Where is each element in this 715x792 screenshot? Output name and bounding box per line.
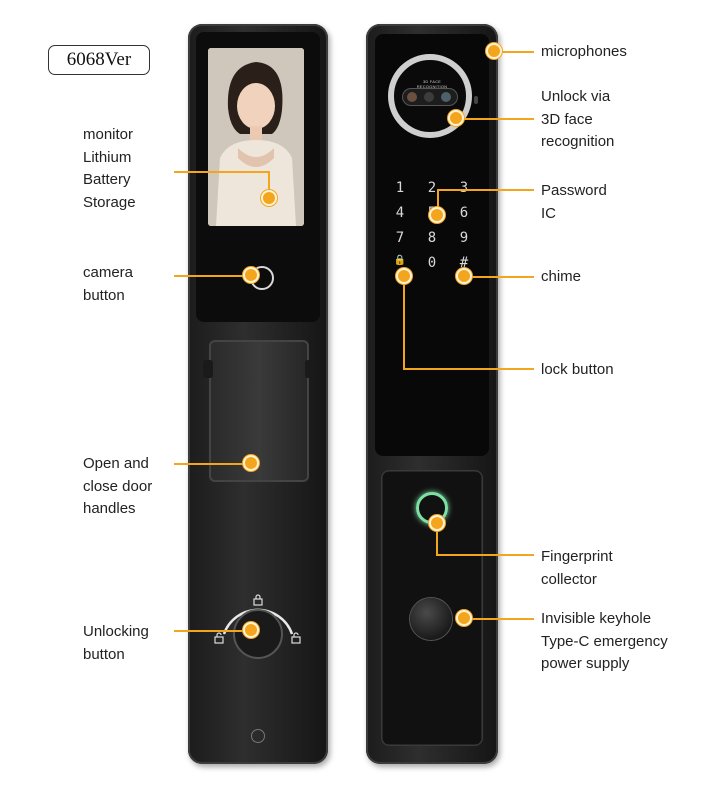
leader-face — [456, 118, 534, 120]
camera-lens-icon — [441, 92, 451, 102]
monitor-display-image — [208, 48, 304, 226]
door-handle[interactable] — [209, 340, 309, 482]
camera-lens-icon — [424, 92, 434, 102]
unlock-icon — [214, 632, 224, 644]
person-photo-icon — [208, 48, 304, 226]
keypad-key-9[interactable]: 9 — [459, 230, 469, 246]
leader-fingerprint-drop — [436, 523, 438, 554]
keypad-key-4[interactable]: 4 — [395, 205, 405, 221]
unlock-icon — [291, 632, 301, 644]
leader-fingerprint — [436, 554, 534, 556]
leader-monitor — [174, 171, 269, 173]
marker-unlocking — [243, 622, 259, 638]
handle-hinge-left — [203, 360, 213, 378]
leader-lock — [403, 368, 534, 370]
keypad-key-0[interactable]: 0 — [427, 255, 437, 271]
marker-camera — [243, 267, 259, 283]
label-lock-button: lock button — [541, 361, 614, 378]
marker-chime — [456, 268, 472, 284]
bottom-screw — [251, 729, 265, 743]
model-badge: 6068Ver — [48, 45, 150, 75]
marker-lock — [396, 268, 412, 284]
leader-chime — [464, 276, 534, 278]
leader-unlocking — [174, 630, 250, 632]
keypad-key-7[interactable]: 7 — [395, 230, 405, 246]
marker-keyhole — [456, 610, 472, 626]
label-fingerprint: Fingerprint collector — [541, 548, 613, 588]
marker-fingerprint — [429, 515, 445, 531]
marker-monitor — [261, 190, 277, 206]
leader-lock-drop — [403, 276, 405, 368]
keypad-key-1[interactable]: 1 — [395, 180, 405, 196]
marker-face — [448, 110, 464, 126]
camera-ring-text: 3D FACE RECOGNITION — [416, 79, 448, 89]
leader-keyhole — [464, 618, 534, 620]
label-door-handles: Open and close door handles — [83, 455, 153, 517]
label-face-recognition: Unlock via 3D face recognition — [541, 88, 615, 150]
keypad-key-hash[interactable]: # — [459, 255, 469, 271]
keypad-key-3[interactable]: 3 — [459, 180, 469, 196]
marker-password — [429, 207, 445, 223]
label-monitor: monitor Lithium Battery Storage — [83, 126, 136, 211]
label-camera-button: camera button — [83, 264, 134, 304]
keypad-key-6[interactable]: 6 — [459, 205, 469, 221]
camera-lens-icon — [407, 92, 417, 102]
label-password: Password IC — [541, 182, 607, 222]
marker-microphones — [486, 43, 502, 59]
marker-handles — [243, 455, 259, 471]
leader-microphones — [494, 51, 534, 53]
label-microphones: microphones — [541, 43, 627, 60]
label-keyhole: Invisible keyhole Type-C emergency power… — [541, 610, 668, 672]
leader-camera — [174, 275, 250, 277]
leader-password-drop — [437, 189, 439, 215]
leader-handles — [174, 463, 250, 465]
lock-icon — [253, 594, 263, 606]
face-camera-lens-bar — [402, 88, 458, 106]
keypad-key-8[interactable]: 8 — [427, 230, 437, 246]
leader-monitor-drop — [268, 171, 270, 198]
handle-hinge-right — [305, 360, 315, 378]
keypad-key-2[interactable]: 2 — [427, 180, 437, 196]
microphone-hole — [474, 96, 478, 104]
keyhole-icon[interactable] — [410, 598, 452, 640]
leader-password — [437, 189, 534, 191]
label-unlocking-button: Unlocking button — [83, 623, 149, 663]
unlocking-knob[interactable] — [206, 594, 310, 670]
label-chime: chime — [541, 268, 582, 285]
keypad-key-lock[interactable]: 🔒 — [393, 255, 407, 266]
